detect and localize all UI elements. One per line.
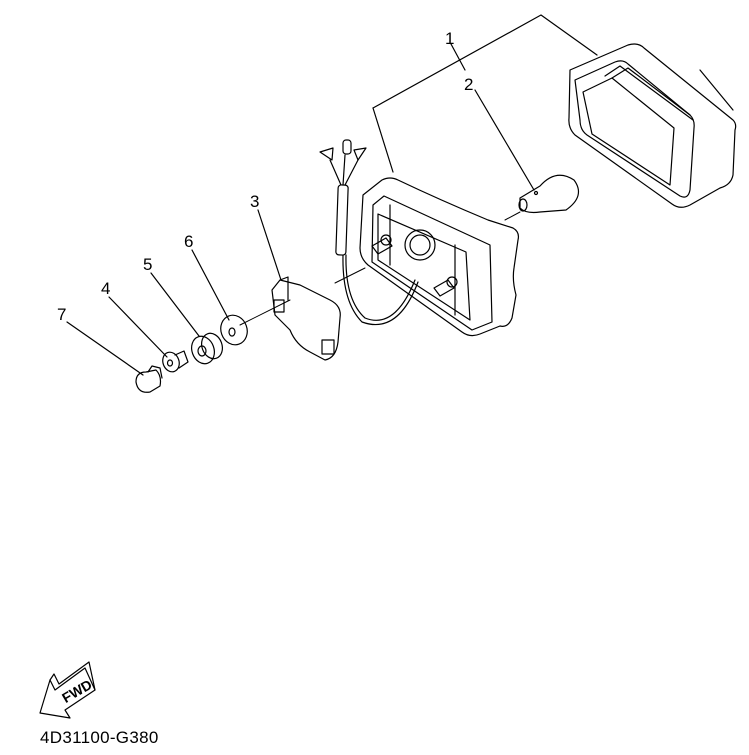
drawing-code: 4D31100-G380 bbox=[40, 728, 159, 747]
leader-line-1 bbox=[372, 14, 598, 173]
callout-5: 5 bbox=[143, 255, 153, 274]
leader-line-4 bbox=[108, 296, 168, 358]
nut-item-7 bbox=[135, 365, 163, 393]
wire-harness bbox=[319, 139, 367, 256]
bulb bbox=[518, 174, 580, 214]
fwd-arrow-icon bbox=[39, 661, 96, 719]
callout-6: 6 bbox=[184, 232, 194, 251]
callout-4: 4 bbox=[101, 279, 111, 298]
callout-2: 2 bbox=[464, 75, 474, 94]
leader-line-7 bbox=[66, 321, 144, 376]
leader-line-5 bbox=[150, 272, 200, 337]
leader-line-3 bbox=[257, 209, 282, 281]
grommet-item-5 bbox=[191, 332, 223, 365]
leader-line-2 bbox=[474, 89, 535, 191]
washer-item-6 bbox=[220, 314, 248, 346]
collar-item-4 bbox=[162, 350, 189, 373]
callout-7: 7 bbox=[57, 305, 67, 324]
leader-line-6 bbox=[191, 249, 230, 321]
bracket-item-3 bbox=[271, 276, 341, 361]
callout-1: 1 bbox=[445, 29, 455, 48]
lens-cover bbox=[568, 43, 737, 208]
callout-3: 3 bbox=[250, 192, 260, 211]
lamp-housing bbox=[342, 177, 520, 337]
